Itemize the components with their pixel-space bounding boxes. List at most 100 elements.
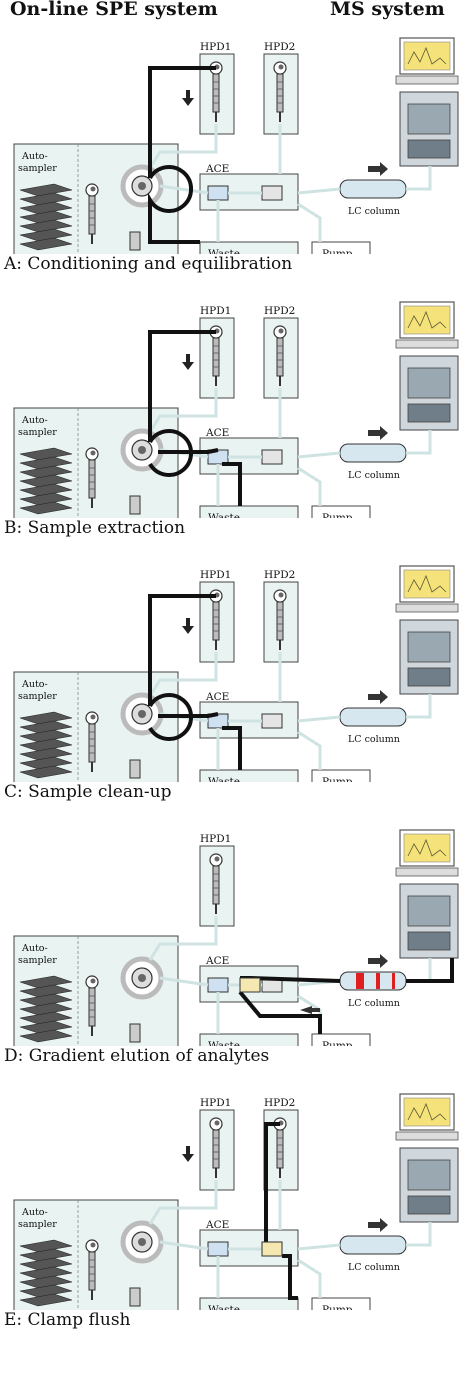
- autosampler-label-line2: sampler: [18, 955, 57, 966]
- lc-column-label: LC column: [348, 734, 400, 745]
- autosampler-label-line1: Auto-: [21, 679, 48, 690]
- autosampler-label-line2: sampler: [18, 1219, 57, 1230]
- hpd2-syringe-icon: [273, 325, 287, 386]
- ace-cartridge: [207, 977, 229, 993]
- ace-clamp: [261, 185, 283, 201]
- waste-label: Waste: [208, 248, 240, 254]
- lc-column-label: LC column: [348, 1262, 400, 1273]
- idle-line-valve-ace: [159, 976, 209, 987]
- idle-line-ace-lc: [297, 715, 341, 723]
- ace-label: ACE: [205, 691, 229, 703]
- sample-plate: [19, 1284, 73, 1298]
- hpd1-label: HPD1: [200, 833, 231, 845]
- hpd1: HPD1: [199, 41, 235, 135]
- sample-plate: [19, 1275, 73, 1289]
- sample-plate: [19, 465, 73, 479]
- analyte-band: [392, 973, 395, 989]
- pump-label: Pump: [322, 1304, 353, 1310]
- sample-plate: [19, 1239, 73, 1253]
- sample-plate: [19, 729, 73, 743]
- pump: Pump: [311, 505, 371, 518]
- sample-plate: [19, 1266, 73, 1280]
- sample-plate: [19, 228, 73, 242]
- lc-column: LC column: [339, 162, 407, 217]
- ace-clamp: [261, 713, 283, 729]
- idle-line-lc-ms: [406, 166, 432, 191]
- active-flow-path: [261, 1122, 298, 1300]
- hpd1-syringe-icon: [209, 1117, 223, 1178]
- sample-plate: [19, 474, 73, 488]
- sample-plate: [19, 183, 73, 197]
- autosampler-label-line2: sampler: [18, 163, 57, 174]
- ace-cartridge-eluting: [239, 977, 261, 993]
- hpd2-label: HPD2: [264, 1097, 295, 1109]
- waste: Waste: [199, 1033, 299, 1046]
- injector-pump: [129, 759, 141, 779]
- waste-label: Waste: [208, 512, 240, 518]
- pump-label: Pump: [322, 776, 353, 782]
- panel-caption: D: Gradient elution of analytes: [4, 1046, 270, 1066]
- sample-plate: [19, 483, 73, 497]
- ace-clamp-flushed: [261, 1241, 283, 1257]
- flow-arrow-icon: [300, 1006, 320, 1014]
- flow-arrow-icon: [368, 1218, 388, 1232]
- idle-line-valve-ace: [159, 1240, 209, 1251]
- flow-arrow-icon: [368, 690, 388, 704]
- analyte-band: [376, 973, 380, 989]
- autosampler-needle-icon: [85, 1239, 99, 1300]
- ace-label: ACE: [205, 955, 229, 967]
- keyboard-icon: [395, 603, 459, 613]
- flow-arrow-icon: [368, 426, 388, 440]
- ms-system: [395, 1093, 459, 1223]
- lc-column: LC column: [339, 690, 407, 745]
- flow-arrow-icon: [368, 954, 388, 968]
- hpd1-label: HPD1: [200, 1097, 231, 1109]
- sample-plate: [19, 1011, 73, 1025]
- hpd1: HPD1: [199, 833, 235, 927]
- sample-plate: [19, 1293, 73, 1307]
- hpd2-syringe-icon: [273, 61, 287, 122]
- injector-pump: [129, 231, 141, 251]
- sample-plate: [19, 720, 73, 734]
- ms-system: [395, 829, 459, 959]
- sample-plate: [19, 201, 73, 215]
- panel-caption: A: Conditioning and equilibration: [4, 254, 293, 274]
- panel-caption: E: Clamp flush: [4, 1310, 131, 1330]
- pump: Pump: [311, 241, 371, 254]
- sample-plate: [19, 501, 73, 515]
- pump-label: Pump: [322, 248, 353, 254]
- active-flow-path: [148, 66, 216, 244]
- hpd2: HPD2: [263, 1097, 299, 1191]
- autosampler-needle-icon: [85, 183, 99, 244]
- direction-arrow-icon: [182, 354, 194, 370]
- hpd2: HPD2: [263, 305, 299, 399]
- hpd2-syringe-icon: [273, 589, 287, 650]
- waste: Waste: [199, 241, 299, 254]
- ace-label: ACE: [205, 427, 229, 439]
- ace-cartridge: [207, 1241, 229, 1257]
- pump: Pump: [311, 1033, 371, 1046]
- idle-line-hpd1: [148, 916, 218, 961]
- ms-system: [395, 37, 459, 167]
- autosampler-label-line1: Auto-: [21, 1207, 48, 1218]
- pump-label: Pump: [322, 1040, 353, 1046]
- hpd1-syringe-icon: [209, 853, 223, 914]
- idle-line-lc-ms: [406, 694, 432, 719]
- autosampler-needle-icon: [85, 975, 99, 1036]
- waste-label: Waste: [208, 1040, 240, 1046]
- idle-line-ace-lc: [297, 451, 341, 459]
- sample-plate: [19, 447, 73, 461]
- injector-pump: [129, 1287, 141, 1307]
- hpd1-label: HPD1: [200, 41, 231, 53]
- ace-cartridge: [207, 185, 229, 201]
- hpd2-label: HPD2: [264, 305, 295, 317]
- injector-pump: [129, 495, 141, 515]
- hpd1: HPD1: [199, 569, 235, 663]
- autosampler: Auto-sampler: [13, 1199, 179, 1310]
